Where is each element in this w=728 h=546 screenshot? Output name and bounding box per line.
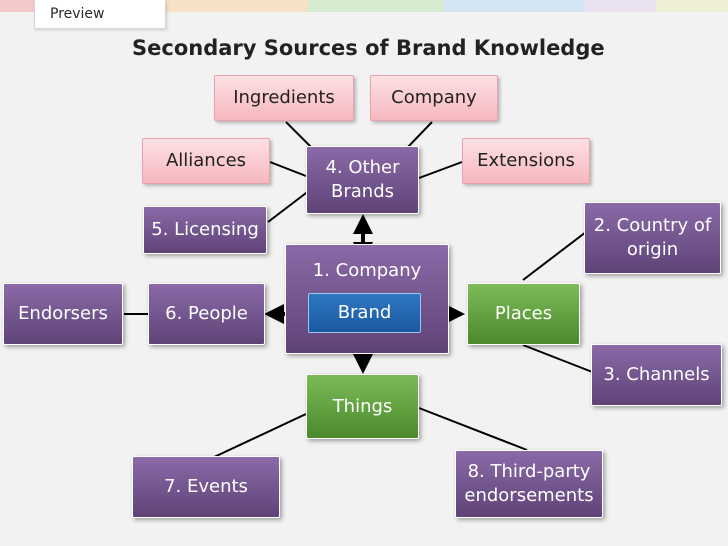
connector-third-party — [418, 407, 528, 451]
node-alliances: Alliances — [142, 138, 270, 184]
node-brand: Brand — [308, 293, 421, 333]
top-tab-2[interactable] — [164, 0, 308, 12]
node-ingredients: Ingredients — [214, 75, 354, 121]
diagram-title: Secondary Sources of Brand Knowledge — [132, 36, 605, 60]
node-people: 6. People — [148, 283, 265, 345]
node-events: 7. Events — [132, 456, 280, 518]
top-tab-6[interactable] — [656, 0, 728, 12]
node-other-brands: 4. Other Brands — [306, 146, 419, 214]
node-licensing: 5. Licensing — [143, 206, 267, 254]
node-things: Things — [306, 374, 419, 439]
node-channels: 3. Channels — [591, 344, 722, 406]
connector-company-top — [406, 121, 433, 149]
node-country-of-origin: 2. Country of origin — [584, 202, 721, 274]
node-third-party: 8. Third-party endorsements — [455, 450, 603, 518]
node-places: Places — [467, 283, 580, 345]
connector-licensing — [267, 189, 311, 223]
node-company-top: Company — [370, 75, 498, 121]
connector-alliances — [269, 161, 307, 177]
connector-country — [522, 231, 587, 281]
connector-channels — [522, 344, 601, 376]
connector-extensions — [418, 161, 463, 179]
top-tab-4[interactable] — [444, 0, 584, 12]
node-extensions: Extensions — [462, 138, 590, 184]
top-tab-3[interactable] — [308, 0, 444, 12]
preview-label[interactable]: Preview — [50, 6, 105, 22]
connector-ingredients — [285, 121, 313, 149]
node-endorsers: Endorsers — [3, 283, 123, 345]
connector-events — [211, 413, 307, 459]
top-tab-5[interactable] — [584, 0, 656, 12]
preview-tab[interactable] — [34, 0, 166, 29]
